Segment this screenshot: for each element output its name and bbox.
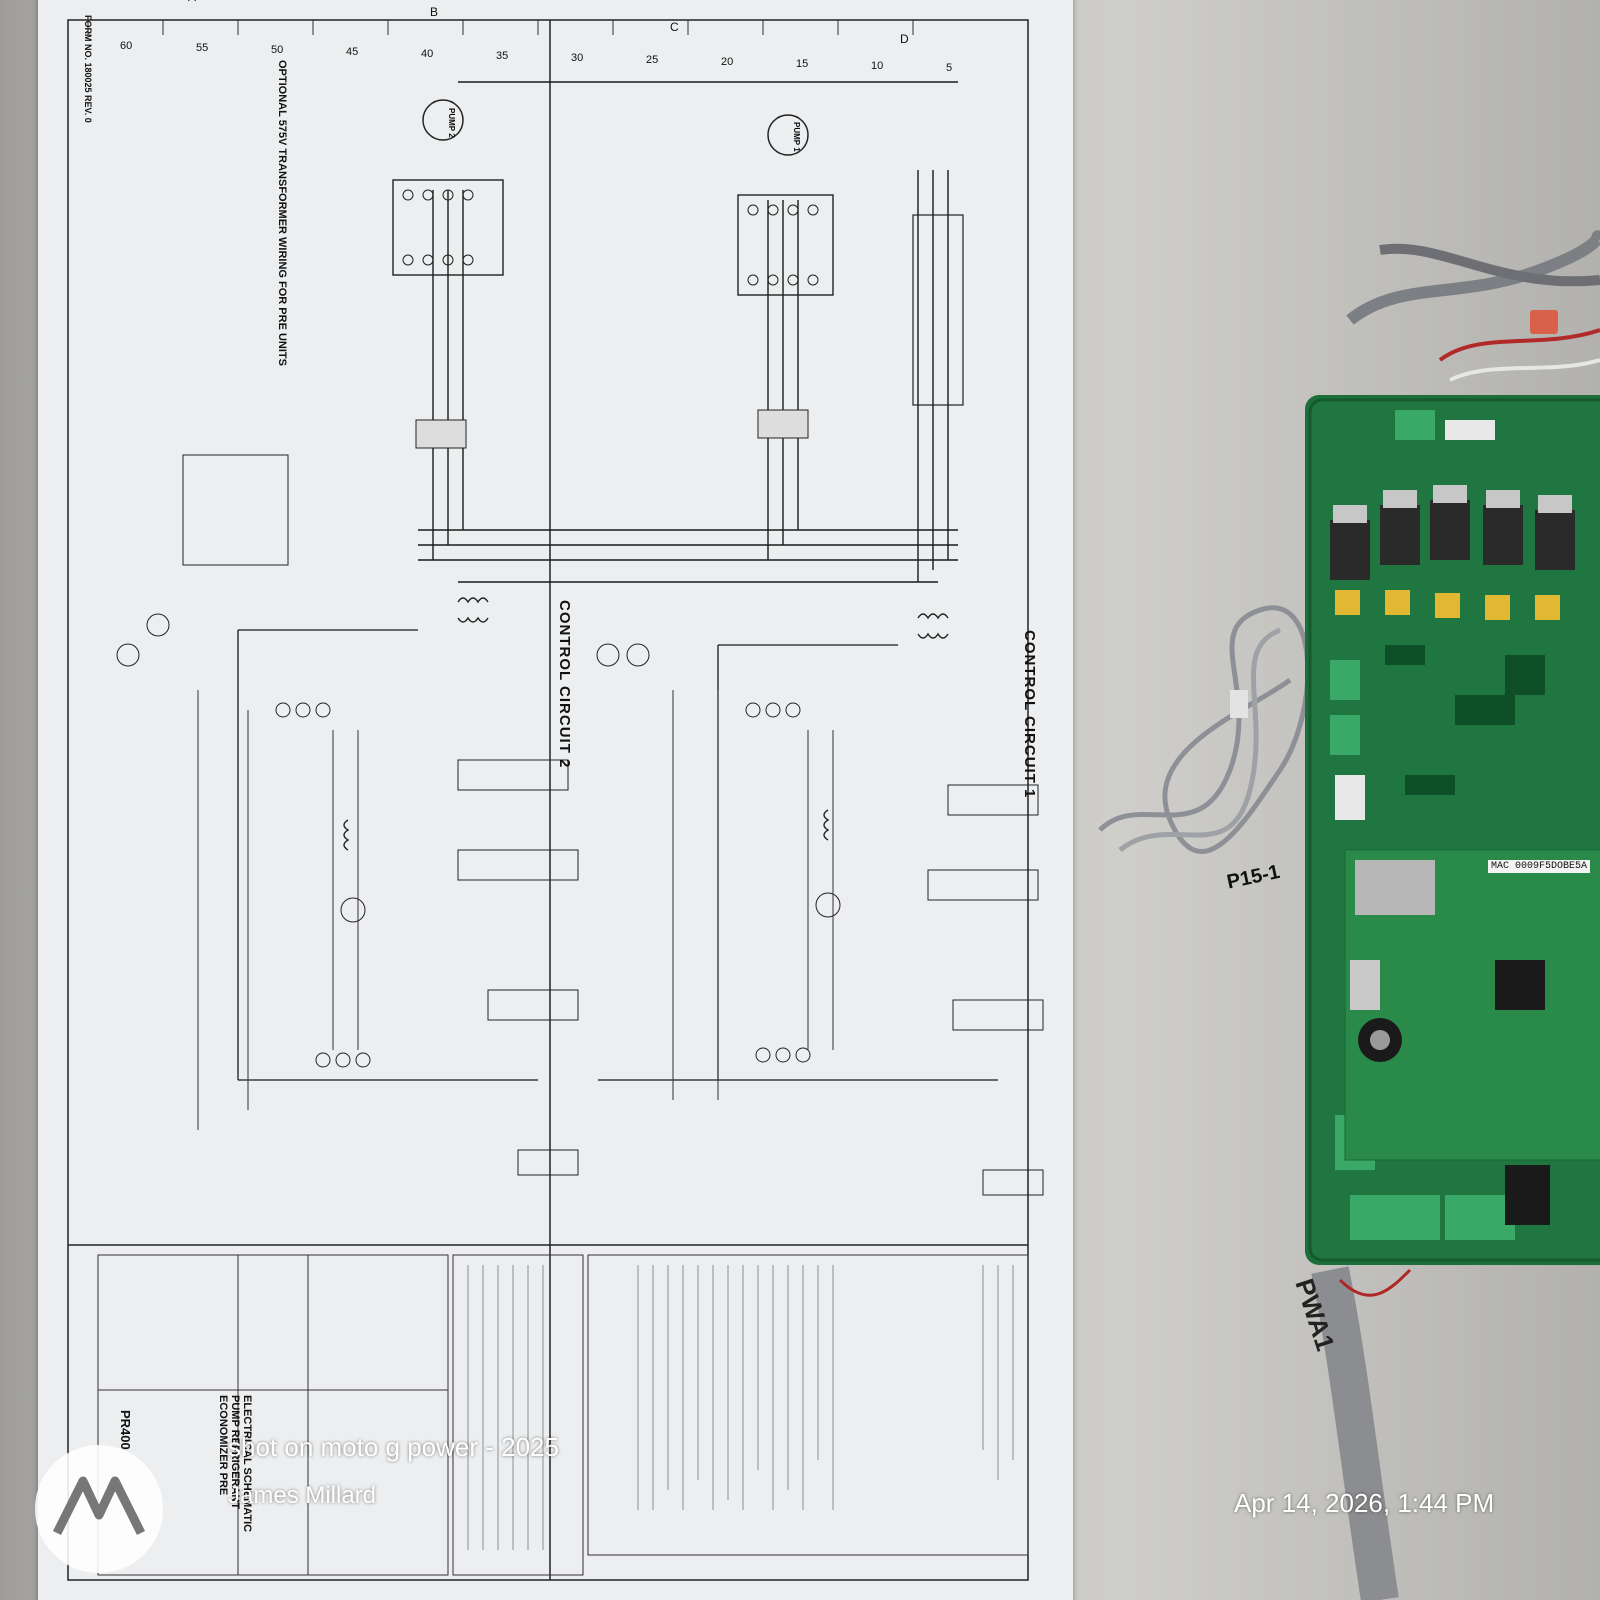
scale-50: 50 [271, 44, 284, 56]
circuit-board-art [1308, 398, 1600, 1262]
zone-letter-b: B [430, 5, 439, 19]
zone-letter-d: D [900, 32, 909, 46]
wire-bundle [1346, 230, 1600, 382]
motorola-m-icon [52, 1476, 146, 1536]
title-block: ELECTRICAL SCHEMATIC PUMP REFRIGERANT EC… [217, 1395, 253, 1532]
scale-30: 30 [571, 52, 584, 64]
form-label: FORM NO. 180025 REV. 0 [83, 15, 93, 123]
scale-10: 10 [871, 60, 884, 72]
scale-20: 20 [721, 56, 734, 68]
circuit-board [1305, 395, 1600, 1265]
scale-25: 25 [646, 54, 659, 66]
watermark-device: shot on moto g power - 2025 [228, 1432, 559, 1462]
mac-label: MAC 0009F5DOBE5A [1488, 860, 1591, 873]
optional-transformer-note: OPTIONAL 575V TRANSFORMER WIRING FOR PRE… [276, 60, 288, 366]
pump-2-label: PUMP 2 [447, 108, 456, 138]
zone-letter-c: C [670, 20, 679, 34]
sensor-cable [1098, 605, 1311, 854]
scale-40: 40 [421, 48, 434, 60]
scale-35: 35 [496, 50, 509, 62]
control-circuit-1-label: CONTROL CIRCUIT 1 [1021, 630, 1038, 799]
motorola-logo [35, 1445, 163, 1573]
grey-cable [1311, 1266, 1412, 1600]
pump-1-label: PUMP 1 [792, 122, 801, 152]
watermark-author: James Millard [228, 1482, 377, 1509]
scale-60: 60 [120, 40, 133, 52]
doc-id: PR400 [118, 1410, 133, 1450]
scale-55: 55 [196, 42, 209, 54]
schematic-drawing [67, 19, 1044, 1581]
schematic-sheet: CONTROL CIRCUIT 1 CONTROL CIRCUIT 2 OPTI… [38, 0, 1073, 1600]
zone-letter-a: A [188, 0, 196, 4]
scale-15: 15 [796, 58, 809, 70]
photo-timestamp: Apr 14, 2026, 1:44 PM [1234, 1488, 1495, 1518]
title-line-1: ELECTRICAL SCHEMATIC [241, 1395, 253, 1533]
title-line-3: ECONOMIZER PRE [217, 1395, 229, 1496]
scale-5: 5 [946, 62, 953, 74]
title-line-2: PUMP REFRIGERANT [229, 1395, 241, 1510]
control-circuit-2-label: CONTROL CIRCUIT 2 [556, 600, 573, 769]
scale-45: 45 [346, 46, 359, 58]
